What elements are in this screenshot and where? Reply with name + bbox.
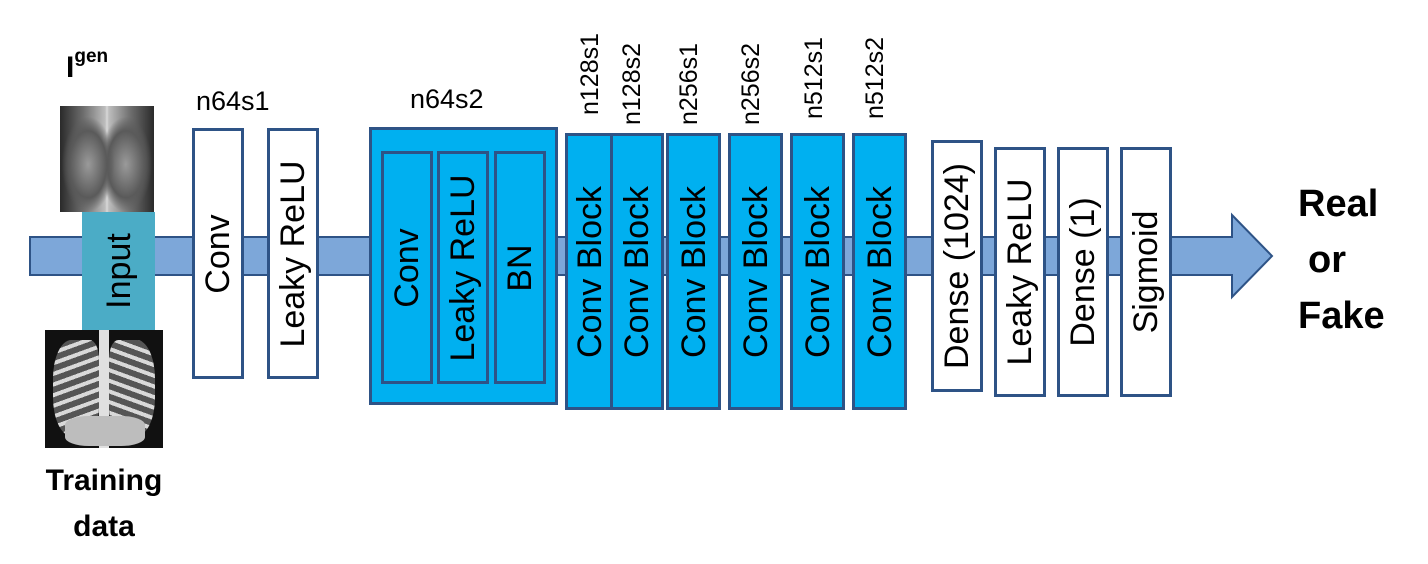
- stage1-label: n64s1: [196, 86, 270, 116]
- conv-block-5-label: n512s1: [800, 36, 828, 119]
- conv-block-n512s2: Conv Block: [852, 133, 907, 410]
- output-label: Real or Fake: [1298, 183, 1385, 337]
- conv-block-stage2: Conv: [381, 151, 433, 384]
- conv-block-n256s1: Conv Block: [666, 133, 721, 410]
- conv-block-2-label: n128s2: [618, 42, 646, 125]
- sigmoid-block: Sigmoid: [1120, 147, 1172, 397]
- generated-xray-image: [60, 106, 154, 212]
- conv-block-4-label: n256s2: [737, 42, 765, 125]
- conv-block-stage1: Conv: [192, 128, 244, 379]
- training-data-label: Training data: [45, 464, 163, 543]
- leaky-relu-block-stage2: Leaky ReLU: [437, 151, 489, 384]
- conv-block-n256s2: Conv Block: [728, 133, 783, 410]
- generated-image-label: Igen: [66, 46, 109, 84]
- conv-block-3-label: n256s1: [675, 42, 703, 125]
- bn-block-stage2: BN: [494, 151, 546, 384]
- leaky-relu-block-stage1: Leaky ReLU: [267, 128, 319, 379]
- dense-1024-block: Dense (1024): [931, 140, 983, 392]
- conv-block-6-label: n512s2: [861, 36, 889, 119]
- input-block: Input: [82, 212, 155, 330]
- conv-block-1-label: n128s1: [576, 32, 604, 115]
- leaky-relu-block-head: Leaky ReLU: [994, 147, 1046, 397]
- stage2-label: n64s2: [410, 84, 484, 114]
- stage2-group: Conv Leaky ReLU BN: [369, 127, 558, 405]
- training-xray-image: [45, 330, 163, 448]
- input-label: Input: [99, 233, 138, 309]
- conv-block-n128s1: Conv Block: [565, 133, 614, 410]
- conv-block-n512s1: Conv Block: [790, 133, 845, 410]
- conv-block-n128s2: Conv Block: [610, 133, 664, 410]
- dense-1-block: Dense (1): [1057, 147, 1109, 397]
